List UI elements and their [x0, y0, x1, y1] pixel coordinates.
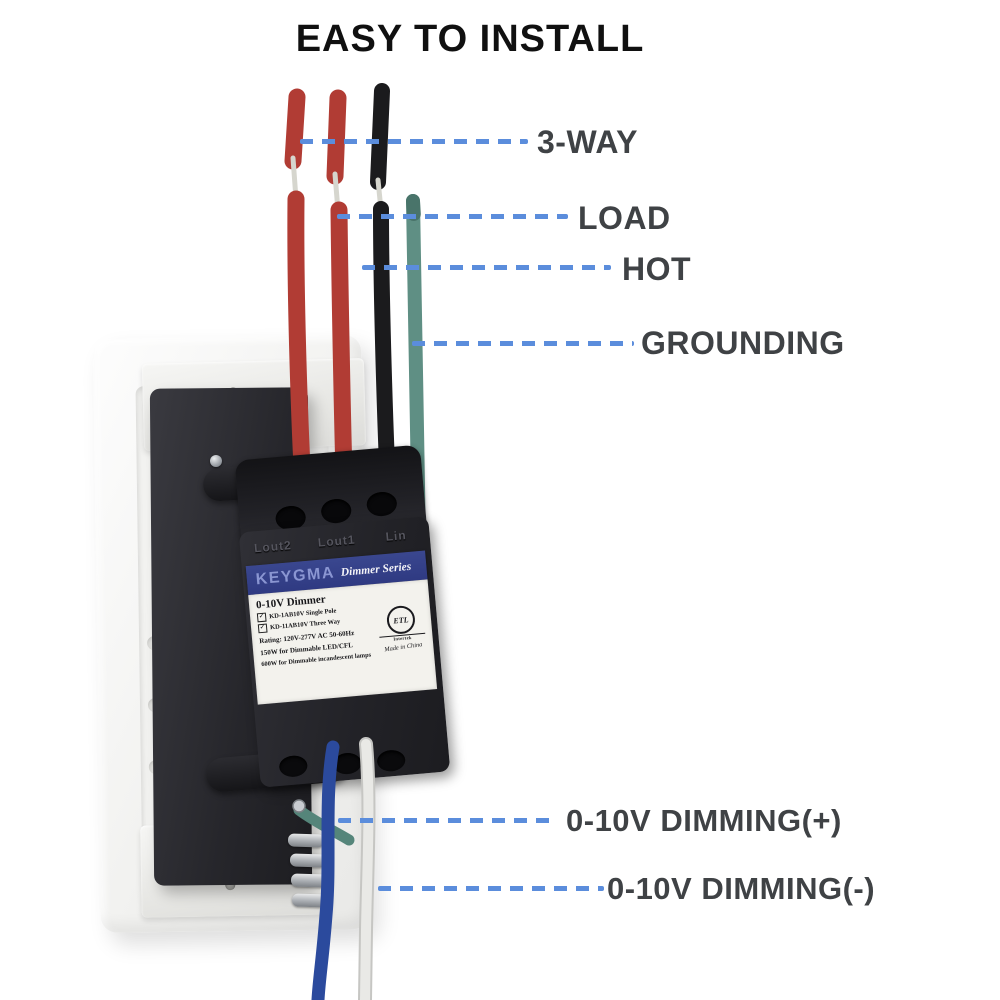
leader-line-dim-plus [338, 818, 558, 823]
leader-line-3way [300, 139, 528, 144]
blue-wire [311, 740, 340, 1000]
callout-hot: HOT [622, 251, 692, 287]
callout-load: LOAD [578, 200, 671, 236]
white-wire-core [360, 739, 374, 1000]
callout-3way: 3-WAY [537, 124, 638, 160]
red-wire-2-upper [326, 89, 347, 185]
mounting-screw [210, 455, 222, 467]
leader-line-dim-minus [378, 886, 604, 891]
callout-dim-minus: 0-10V DIMMING(-) [607, 871, 876, 906]
leader-line-hot [362, 265, 611, 270]
leader-line-grounding [412, 341, 634, 346]
grounding-screw [292, 799, 306, 813]
callout-grounding: GROUNDING [641, 325, 845, 361]
page-title: EASY TO INSTALL [295, 18, 645, 60]
callout-dim-plus: 0-10V DIMMING(+) [566, 803, 842, 838]
green-wire-tip [406, 194, 421, 221]
red-wire-1-upper [284, 88, 306, 170]
leader-line-load [337, 214, 568, 219]
black-wire-upper [370, 83, 390, 190]
